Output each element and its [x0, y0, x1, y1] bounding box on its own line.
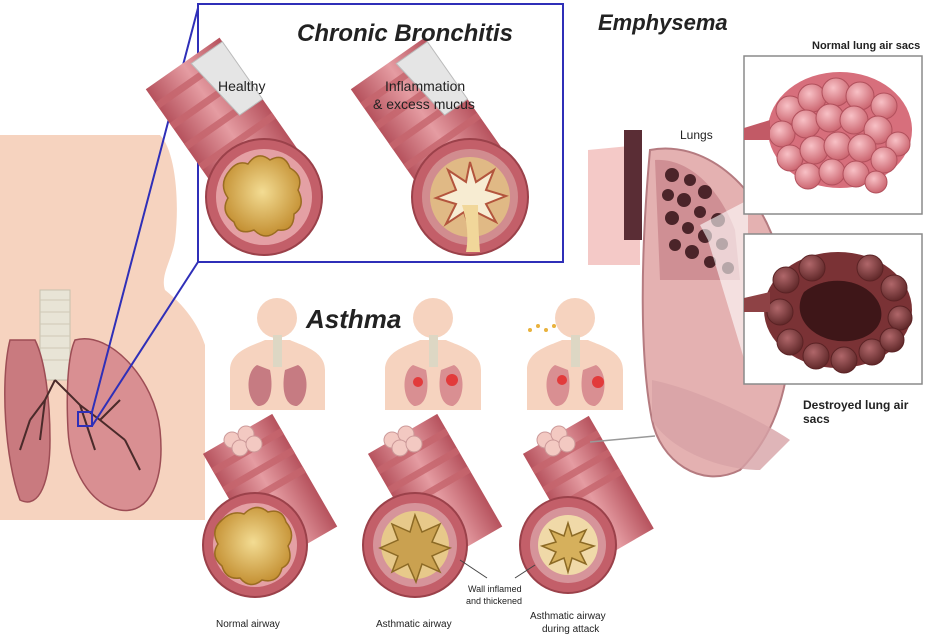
- airway-asthmatic: [363, 414, 502, 597]
- emphysema-title: Emphysema: [598, 10, 728, 36]
- wall-label-line1: Wall inflamed: [468, 584, 522, 594]
- lungs-label: Lungs: [680, 128, 713, 142]
- normal-air-sacs-label: Normal lung air sacs: [812, 40, 920, 52]
- wall-pointer-left: [460, 560, 487, 578]
- bronchitis-title: Chronic Bronchitis: [297, 20, 513, 48]
- attack-label-line2: during attack: [542, 624, 599, 635]
- asthmatic-airway-label: Asthmatic airway: [376, 619, 452, 630]
- healthy-label: Healthy: [218, 78, 265, 94]
- inflamed-label-line2: & excess mucus: [373, 96, 475, 112]
- inflamed-label-line1: Inflammation: [385, 78, 465, 94]
- destroyed-air-sacs-label: Destroyed lung air sacs: [803, 398, 929, 426]
- asthma-title: Asthma: [306, 304, 401, 335]
- wall-label-line2: and thickened: [466, 596, 522, 606]
- healthy-lumen: [223, 156, 301, 236]
- normal-airway-label: Normal airway: [216, 619, 280, 630]
- airway-normal: [203, 414, 337, 597]
- asthma-figure-attack: [527, 298, 623, 410]
- airway-attack: [520, 416, 655, 593]
- attack-label-line1: Asthmatic airway: [530, 611, 606, 622]
